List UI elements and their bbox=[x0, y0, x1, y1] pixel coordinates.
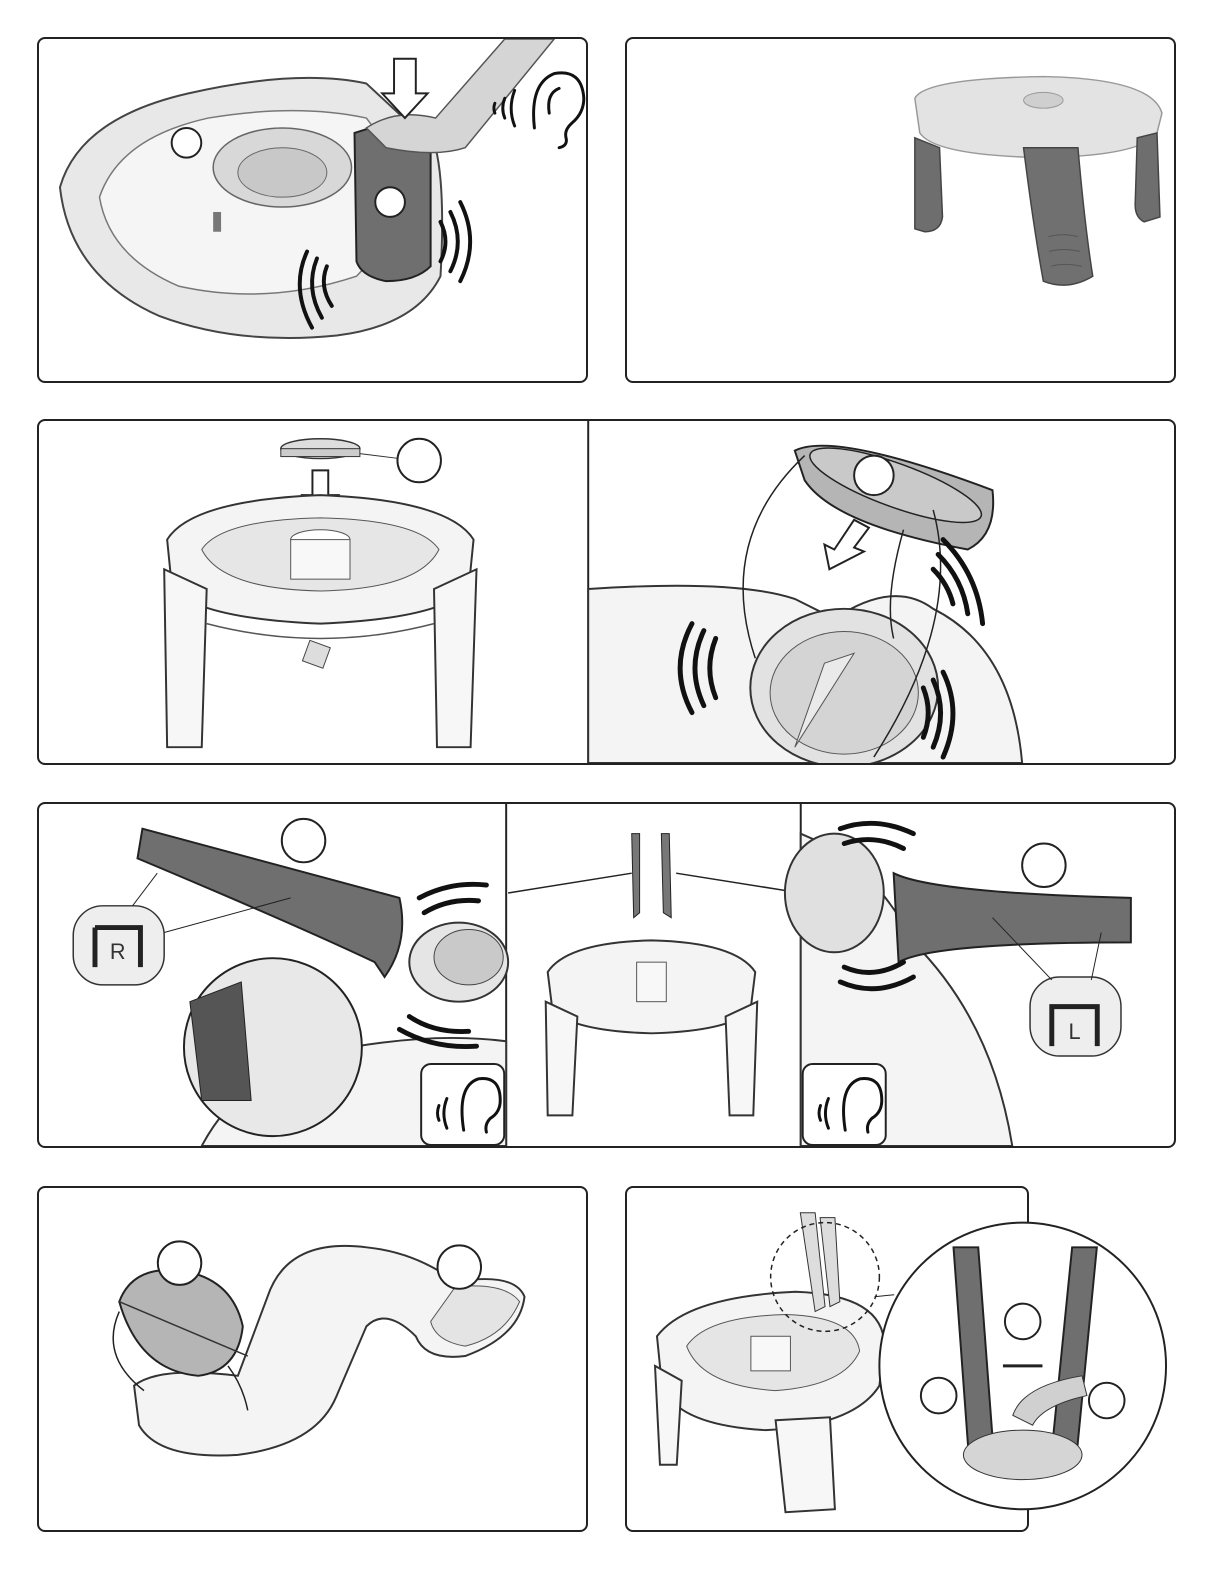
panel-step-1 bbox=[37, 37, 588, 383]
callout-circle bbox=[921, 1378, 957, 1414]
leg-label-left: L bbox=[1068, 1019, 1080, 1044]
callout-circle bbox=[397, 439, 440, 482]
callout-circle bbox=[854, 456, 894, 496]
panel-step-3 bbox=[37, 419, 1176, 765]
panel-step-6 bbox=[625, 1186, 1029, 1532]
cap-install-illustration bbox=[39, 421, 1174, 763]
callout-circle bbox=[172, 128, 202, 158]
slide-install-illustration bbox=[627, 1188, 1027, 1530]
table-with-legs-illustration bbox=[627, 39, 1174, 381]
callout-circle bbox=[282, 819, 325, 862]
panel-step-2 bbox=[625, 37, 1176, 383]
slide-chute-illustration bbox=[39, 1188, 586, 1530]
callout-circle bbox=[1022, 844, 1065, 887]
callout-circle bbox=[1089, 1383, 1125, 1419]
callout-circle bbox=[158, 1241, 201, 1284]
panel-step-5 bbox=[37, 1186, 588, 1532]
leg-attach-illustration: R L bbox=[39, 804, 1174, 1146]
panel-step-4: R L bbox=[37, 802, 1176, 1148]
callout-circle bbox=[438, 1245, 481, 1288]
tray-base-illustration bbox=[39, 39, 586, 381]
callout-circle bbox=[375, 187, 405, 217]
callout-circle bbox=[1005, 1304, 1041, 1340]
leg-label-right: R bbox=[110, 939, 126, 964]
